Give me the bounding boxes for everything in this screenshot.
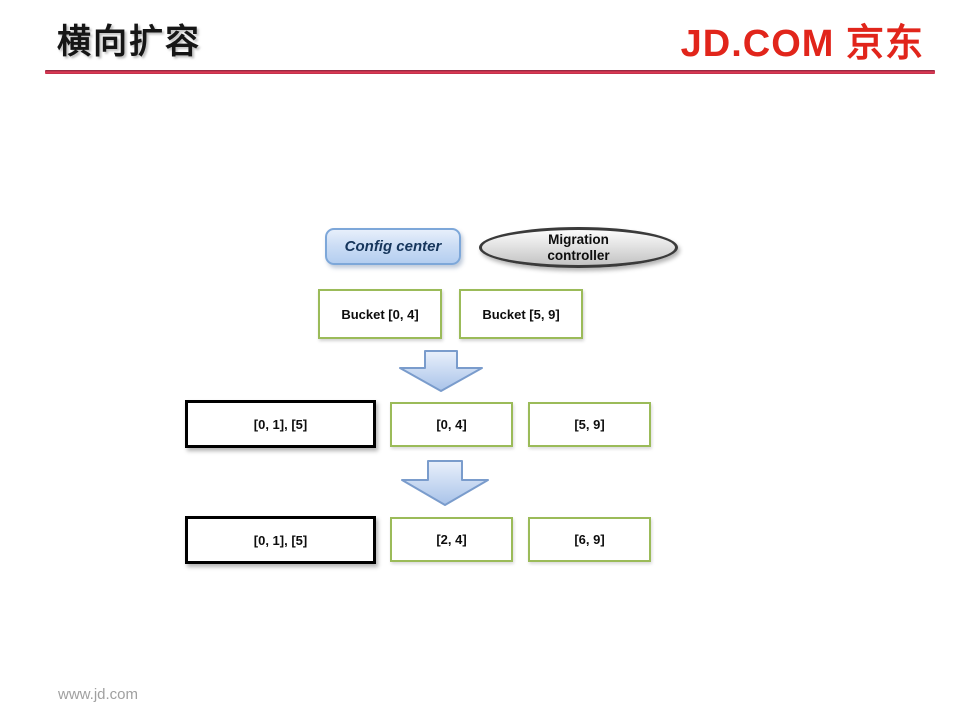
footer-url: www.jd.com — [58, 686, 139, 703]
bucket-label: Bucket [5, 9] — [482, 306, 560, 322]
legacy-node-box-row1: [0, 1], [5] — [185, 400, 376, 448]
migration-controller-label: Migration controller — [547, 231, 610, 263]
node-label: [2, 4] — [436, 532, 467, 547]
header-divider — [45, 70, 935, 74]
down-arrow-icon — [401, 460, 489, 506]
node-box-5-9: [5, 9] — [528, 402, 651, 447]
config-center-label: Config center — [344, 238, 442, 255]
node-label: [6, 9] — [574, 532, 605, 547]
legacy-node-box-row2: [0, 1], [5] — [185, 516, 376, 564]
node-label: [0, 4] — [436, 417, 467, 432]
config-center-shape: Config center — [325, 228, 461, 265]
page-title: 横向扩容 — [57, 23, 201, 61]
legacy-node-label: [0, 1], [5] — [253, 532, 308, 548]
jd-logo: JD.COM 京东 — [680, 23, 924, 65]
bucket-label: Bucket [0, 4] — [341, 306, 419, 322]
bucket-box-5-9: Bucket [5, 9] — [459, 289, 583, 339]
node-box-0-4: [0, 4] — [390, 402, 513, 447]
migration-controller-shape: Migration controller — [479, 227, 678, 268]
node-label: [5, 9] — [574, 417, 605, 432]
node-box-6-9: [6, 9] — [528, 517, 651, 562]
down-arrow-icon — [399, 350, 483, 392]
node-box-2-4: [2, 4] — [390, 517, 513, 562]
bucket-box-0-4: Bucket [0, 4] — [318, 289, 442, 339]
legacy-node-label: [0, 1], [5] — [253, 416, 308, 432]
